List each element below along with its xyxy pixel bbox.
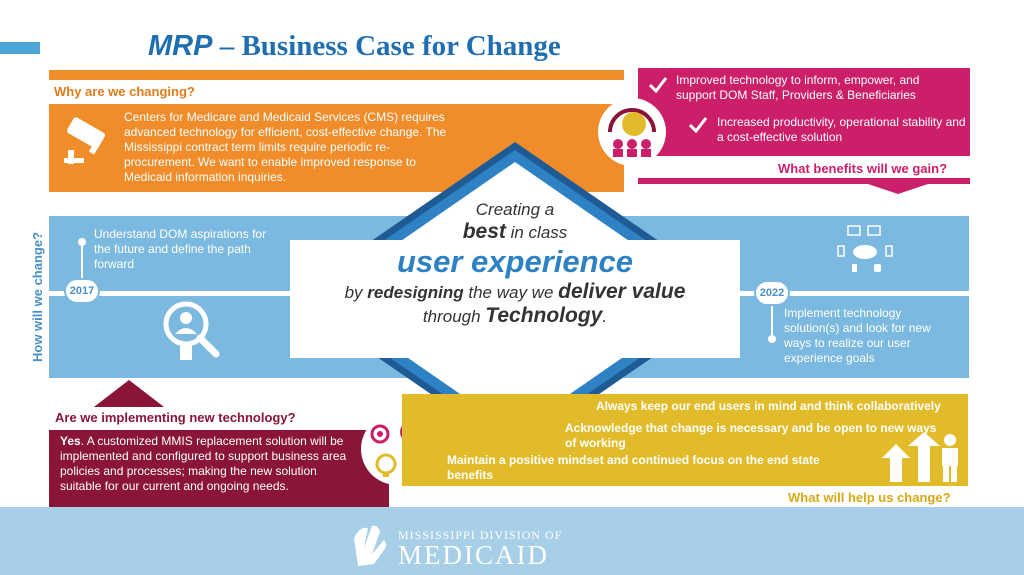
how-left-text: Understand DOM aspirations for the futur… [94,227,267,271]
checkmark-icon [648,76,668,99]
logo-org-line-2: MEDICAID [398,540,549,570]
globe-people-icon [596,96,668,173]
timeline-connector [81,246,83,278]
benefit-item-1: Improved technology to inform, empower, … [676,73,920,102]
person-search-icon [160,300,222,367]
help-item-2: Acknowledge that change is necessary and… [565,421,937,450]
benefits-panel [638,68,970,156]
checkmark-icon [688,116,708,139]
logo-org-line-1: MISSISSIPPI DIVISION OF [398,528,563,542]
why-body: Centers for Medicare and Medicaid Servic… [124,110,447,184]
implementing-label: Are we implementing new technology? [55,410,296,425]
center-line-1: Creating a [475,200,555,219]
page-title: MRP – Business Case for Change [148,30,561,62]
magnolia-logo-icon [350,518,390,573]
timeline-dot [768,335,776,343]
timeline-connector [771,306,773,336]
timeline-dot [78,238,86,246]
center-line-5: through Technology. [422,304,608,327]
help-item-3: Maintain a positive mindset and continue… [447,453,820,482]
why-label: Why are we changing? [54,84,195,99]
implementing-label-strip [12,407,386,429]
center-line-4: by redesigning the way we deliver value [344,280,686,303]
how-right-text: Implement technology solution(s) and loo… [784,306,931,365]
implementing-panel [49,430,389,518]
how-label-wrapper: How will we change? [30,232,160,377]
implementing-arrow [90,380,168,410]
security-camera-icon [62,116,112,171]
why-label-strip [49,80,624,104]
footer-band [0,507,1024,575]
center-line-2: best in class [462,220,568,243]
help-item-1: Always keep our end users in mind and th… [596,399,941,413]
devices-cloud-icon [830,222,900,283]
year-end-badge: 2022 [754,280,790,306]
why-header-bar [49,70,624,80]
growth-arrows-person-icon [882,432,966,489]
implementing-body: Yes. A customized MMIS replacement solut… [60,434,347,493]
benefits-label: What benefits will we gain? [778,161,948,176]
center-line-3: user experience [396,244,634,279]
center-message: Creating a best in class user experience… [300,200,730,328]
benefit-item-2: Increased productivity, operational stab… [717,115,966,144]
title-accent-bar [0,42,40,54]
benefits-label-strip [638,156,970,178]
year-start-badge: 2017 [64,278,100,304]
center-diamond [290,142,740,452]
how-label: How will we change? [30,231,45,362]
help-label-strip [402,486,968,508]
help-label: What will help us change? [788,490,951,505]
